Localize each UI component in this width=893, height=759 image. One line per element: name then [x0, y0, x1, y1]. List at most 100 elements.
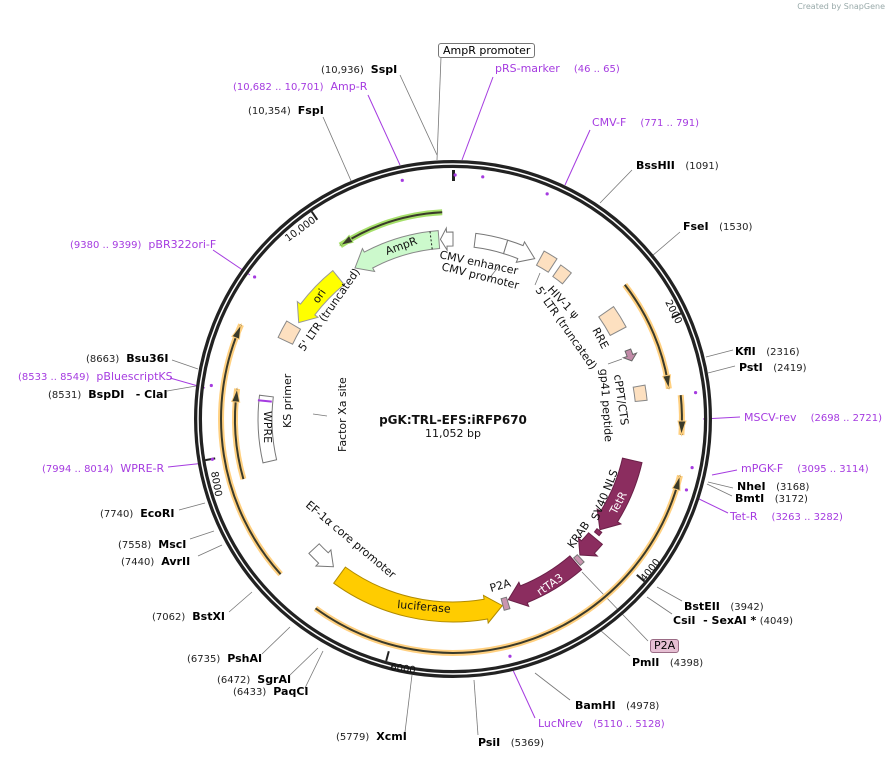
- feature-5ltr-left: [277, 320, 302, 345]
- leader-psii: [473, 679, 479, 736]
- orf-4-arrowhead: [231, 322, 242, 340]
- primer-site-dot-7: [210, 457, 214, 461]
- site-fsei[interactable]: FseI (1530): [683, 220, 753, 234]
- site-pshai[interactable]: (6735) PshAI: [187, 652, 263, 666]
- primer-amp-r[interactable]: (10,682 .. 10,701) Amp-R: [233, 80, 368, 94]
- orf-5-arrowhead: [230, 386, 241, 403]
- label-gp41: gp41 peptide: [597, 368, 615, 442]
- leader-mpgk-f: [711, 469, 738, 476]
- leader-ltr: [534, 272, 541, 286]
- primer-tet-r[interactable]: Tet-R (3263 .. 3282): [730, 510, 843, 524]
- leader-avrii: [197, 544, 223, 557]
- map-length: 11,052 bp: [425, 427, 481, 440]
- feature-wpre: [257, 394, 278, 464]
- feature-krab: [577, 532, 604, 557]
- primer-wpre-r[interactable]: (7994 .. 8014) WPRE-R: [42, 462, 165, 476]
- primer-cmv-f[interactable]: CMV-F (771 .. 791): [592, 116, 700, 130]
- site-bmti[interactable]: BmtI (3172): [735, 492, 808, 506]
- feature-ef1a-promoter: [308, 543, 334, 568]
- site-bstxi[interactable]: (7062) BstXI: [152, 610, 226, 624]
- leader-sgrai: [289, 647, 319, 676]
- ring-tick-10000: [310, 211, 319, 221]
- site-avrii[interactable]: (7440) AvrII: [121, 555, 191, 569]
- leader-xcmi: [404, 674, 413, 733]
- site-paqci[interactable]: (6433) PaqCI: [233, 685, 309, 699]
- leader-cppt: [607, 358, 623, 365]
- site-sspi[interactable]: (10,936) SspI: [321, 63, 398, 77]
- site-csii-sexai[interactable]: CsiI - SexAI * (4049): [673, 614, 793, 628]
- site-msci[interactable]: (7558) MscI: [118, 538, 187, 552]
- site-sgrai[interactable]: (6472) SgrAI: [217, 673, 292, 687]
- leader-fspi: [322, 116, 353, 184]
- site-bsteii[interactable]: BstEII (3942): [684, 600, 764, 614]
- leader-ecori: [178, 502, 206, 511]
- site-bspdi-clai[interactable]: (8531) BspDI - ClaI: [48, 388, 168, 402]
- orf-3-arrowhead: [671, 473, 681, 492]
- leader-bsshii: [599, 169, 633, 204]
- primer-site-dot-10: [400, 178, 404, 182]
- primer-site-dot-3: [693, 391, 698, 395]
- label-ks-primer: KS primer: [281, 373, 294, 428]
- feature-gp41: [632, 384, 648, 403]
- feature-cmv-promoter: [502, 239, 536, 263]
- site-fspi[interactable]: (10,354) FspI: [248, 104, 324, 118]
- primer-pbr322ori-f[interactable]: (9380 .. 9399) pBR322ori-F: [70, 238, 217, 252]
- factor-xa-tick: [312, 413, 328, 417]
- feature-tetr: [596, 457, 643, 531]
- feature-p2a: [500, 596, 511, 611]
- orf-1-line: [624, 284, 670, 389]
- backbone-gap: [197, 163, 709, 675]
- label-ef1a: EF-1α core promoter: [303, 498, 399, 581]
- leader-bstxi: [228, 591, 253, 613]
- leader-amp-r: [367, 94, 401, 166]
- primer-site-dot-0: [453, 173, 457, 177]
- site-nhei[interactable]: NheI (3168): [737, 480, 810, 494]
- site-psti[interactable]: PstI (2419): [739, 361, 807, 375]
- leader-clai: [166, 385, 197, 392]
- leader-prs-marker: [461, 76, 494, 161]
- snapgene-watermark: Created by SnapGene: [797, 2, 885, 11]
- primer-lucnrev[interactable]: LucNrev (5110 .. 5128): [538, 717, 665, 731]
- leader-pmli: [599, 629, 631, 657]
- site-pmli[interactable]: PmlI (4398): [632, 656, 704, 670]
- primer-site-dot-1: [481, 175, 485, 179]
- feature-cmv-enhancer: [473, 232, 509, 255]
- leader-tet-r: [694, 496, 729, 514]
- feature-hiv-psi-1: [535, 250, 558, 273]
- feature-rre: [598, 305, 627, 337]
- leader-lines: [166, 56, 736, 736]
- orf-3-line: [314, 475, 681, 654]
- primer-site-dot-6: [508, 654, 512, 658]
- label-wpre: WPRE: [261, 411, 274, 443]
- site-ecori[interactable]: (7740) EcoRI: [100, 507, 175, 521]
- feature-hiv-psi-2: [552, 264, 573, 285]
- leader-paqci: [304, 650, 324, 689]
- site-xcmi[interactable]: (5779) XcmI: [336, 730, 407, 744]
- leader-p2a: [581, 571, 649, 642]
- primer-mpgk-f[interactable]: mPGK-F (3095 .. 3114): [741, 462, 869, 476]
- ring-tick-6000: [385, 651, 390, 662]
- site-bamhi[interactable]: BamHI (4978): [575, 699, 660, 713]
- ring-tick-2000: [671, 312, 682, 319]
- leader-kfli: [705, 349, 734, 358]
- primer-mscv-rev[interactable]: MSCV-rev (2698 .. 2721): [744, 411, 882, 425]
- leader-psti: [707, 365, 736, 374]
- ks-primer-mark: [257, 399, 272, 403]
- label-factor-xa: Factor Xa site: [336, 377, 349, 452]
- ampr-signal-divider: [429, 231, 433, 250]
- leader-nhei: [707, 481, 734, 489]
- primer-pbluescriptks[interactable]: (8533 .. 8549) pBluescriptKS: [18, 370, 173, 384]
- label-ampr-promoter: AmpR promoter: [438, 43, 536, 58]
- leader-fsei: [651, 231, 681, 257]
- orf-1-arrowhead: [661, 374, 672, 391]
- label-luciferase: luciferase: [397, 598, 452, 616]
- site-bsu36i[interactable]: (8663) Bsu36I: [86, 352, 169, 366]
- primer-site-dot-2: [545, 192, 549, 196]
- primer-prs-marker[interactable]: pRS-marker (46 .. 65): [495, 62, 620, 76]
- leader-msci: [189, 530, 215, 540]
- site-psii[interactable]: PsiI (5369): [478, 736, 545, 750]
- orf-4-line: [220, 324, 282, 575]
- feature-ampr: [354, 230, 441, 273]
- site-bsshii[interactable]: BssHII (1091): [636, 159, 719, 173]
- site-kfli[interactable]: KflI (2316): [735, 345, 800, 359]
